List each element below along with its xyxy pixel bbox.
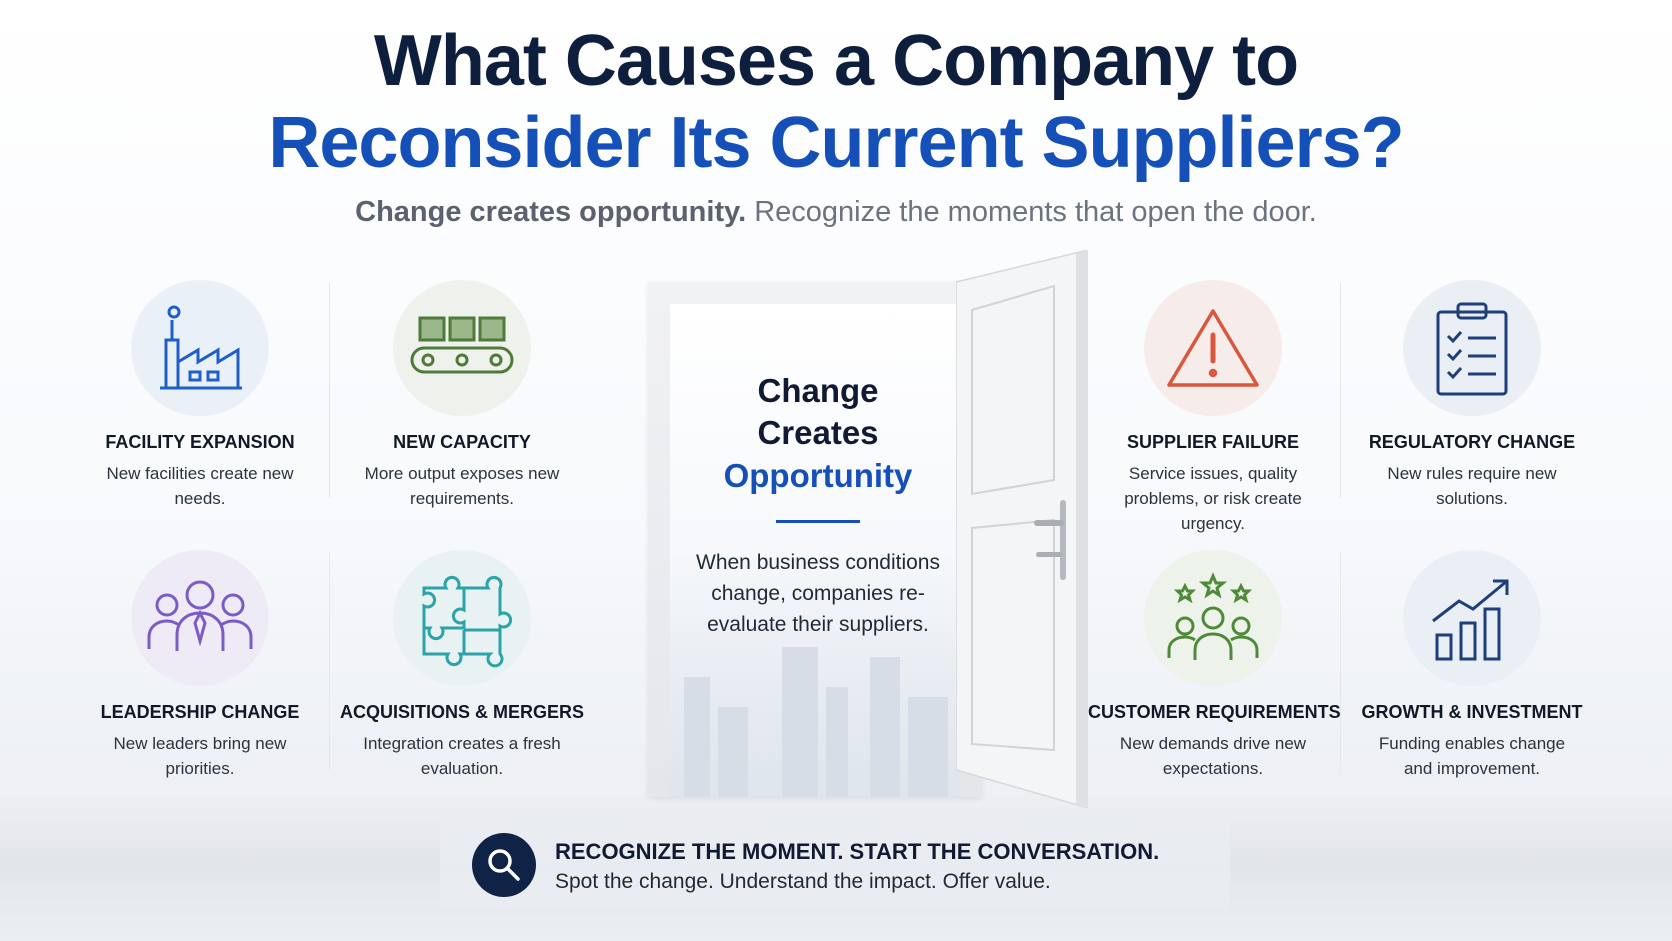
card-label: ACQUISITIONS & MERGERS [339, 702, 585, 722]
divider [1340, 283, 1341, 498]
card-supplier-failure: SUPPLIER FAILURE Service issues, quality… [1088, 280, 1338, 536]
icon-circle [131, 550, 269, 686]
card-customer-requirements: CUSTOMER REQUIREMENTS New demands drive … [1088, 550, 1341, 781]
card-description: Funding enables change and improvement. [1378, 734, 1566, 778]
card-label: GROWTH & INVESTMENT [1361, 702, 1583, 722]
search-icon [472, 833, 536, 897]
warning-triangle-icon [1167, 309, 1259, 387]
card-description: New facilities create new needs. [106, 464, 294, 508]
clipboard-checklist-icon [1436, 302, 1508, 396]
subtitle-bold: Change creates opportunity. [355, 196, 747, 228]
center-message: Change Creates Opportunity When business… [670, 370, 966, 640]
icon-circle [393, 550, 531, 686]
icon-circle [131, 280, 269, 416]
card-new-capacity: NEW CAPACITY More output exposes new req… [337, 280, 587, 511]
title-line-1: What Causes a Company to [373, 21, 1299, 101]
card-label: REGULATORY CHANGE [1368, 432, 1576, 452]
center-heading-line-2: Creates [757, 414, 879, 451]
banner-headline: RECOGNIZE THE MOMENT. START THE CONVERSA… [555, 839, 1160, 864]
subtitle-rest: Recognize the moments that open the door… [754, 196, 1317, 228]
bottom-banner: RECOGNIZE THE MOMENT. START THE CONVERSA… [440, 822, 1230, 908]
icon-circle [1144, 280, 1282, 416]
center-heading-line-1: Change [757, 372, 879, 409]
door-opening [670, 304, 960, 797]
banner-subline: Spot the change. Understand the impact. … [555, 870, 1051, 893]
icon-circle [1403, 280, 1541, 416]
factory-icon [160, 305, 242, 390]
card-leadership-change: LEADERSHIP CHANGE New leaders bring new … [75, 550, 325, 781]
conveyor-boxes-icon [410, 316, 514, 374]
city-building [782, 647, 818, 797]
card-description: New demands drive new expectations. [1119, 734, 1307, 778]
growth-chart-icon [1432, 579, 1509, 661]
card-regulatory-change: REGULATORY CHANGE New rules require new … [1347, 280, 1597, 511]
card-label: CUSTOMER REQUIREMENTS [1088, 702, 1341, 722]
card-facility-expansion: FACILITY EXPANSION New facilities create… [75, 280, 325, 511]
divider [1340, 552, 1341, 770]
card-label: NEW CAPACITY [393, 432, 531, 452]
customer-stars-icon [1167, 572, 1259, 660]
icon-circle [1403, 550, 1541, 686]
title-line-2: Reconsider Its Current Suppliers? [268, 103, 1404, 183]
page-subtitle: Change creates opportunity. Recognize th… [0, 196, 1672, 229]
card-description: Service issues, quality problems, or ris… [1124, 464, 1302, 533]
city-building [718, 707, 748, 797]
card-acquisitions-mergers: ACQUISITIONS & MERGERS Integration creat… [337, 550, 587, 781]
center-heading-line-3: Opportunity [723, 457, 913, 494]
city-building [684, 677, 710, 797]
divider [329, 283, 330, 498]
page-title: What Causes a Company to Reconsider Its … [0, 20, 1672, 184]
center-divider [776, 520, 860, 523]
leadership-group-icon [147, 580, 253, 651]
card-description: New leaders bring new priorities. [113, 734, 287, 778]
icon-circle [393, 280, 531, 416]
icon-circle [1144, 550, 1282, 686]
card-label: SUPPLIER FAILURE [1126, 432, 1300, 452]
open-door [956, 250, 1088, 808]
card-label: LEADERSHIP CHANGE [100, 702, 300, 722]
city-building [908, 697, 948, 797]
card-label: FACILITY EXPANSION [105, 432, 295, 452]
divider [329, 552, 330, 770]
card-growth-investment: GROWTH & INVESTMENT Funding enables chan… [1347, 550, 1597, 781]
center-body: When business conditions change, compani… [696, 551, 940, 636]
card-description: More output exposes new requirements. [364, 464, 560, 508]
card-description: New rules require new solutions. [1387, 464, 1557, 508]
puzzle-icon [422, 575, 512, 668]
city-building [870, 657, 900, 797]
card-description: Integration creates a fresh evaluation. [363, 734, 561, 778]
city-building [826, 687, 848, 797]
